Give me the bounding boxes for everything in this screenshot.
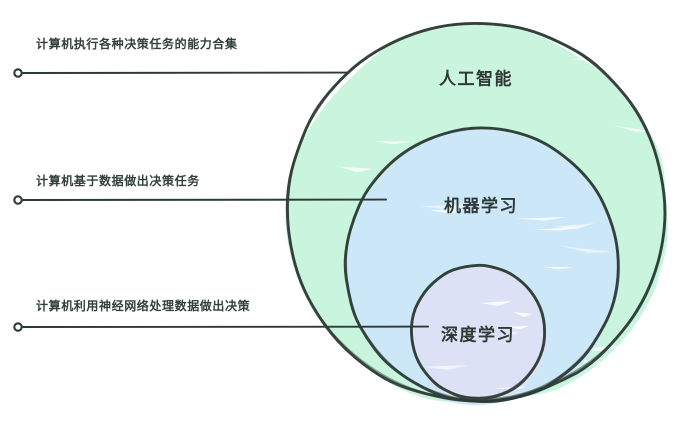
annotation-label-ml: 计算机基于数据做出决策任务	[36, 174, 200, 188]
annotation-leaders	[13, 68, 429, 332]
annotation-label-dl: 计算机利用神经网络处理数据做出决策	[36, 299, 251, 313]
annotation-label-ai: 计算机执行各种决策任务的能力合集	[36, 37, 238, 51]
circle-fills	[285, 23, 668, 406]
circle-label-ml: 机器学习	[444, 196, 518, 216]
circle-outlines	[285, 22, 667, 403]
circle-label-ai: 人工智能	[439, 69, 513, 89]
circle-label-dl: 深度学习	[441, 325, 515, 345]
